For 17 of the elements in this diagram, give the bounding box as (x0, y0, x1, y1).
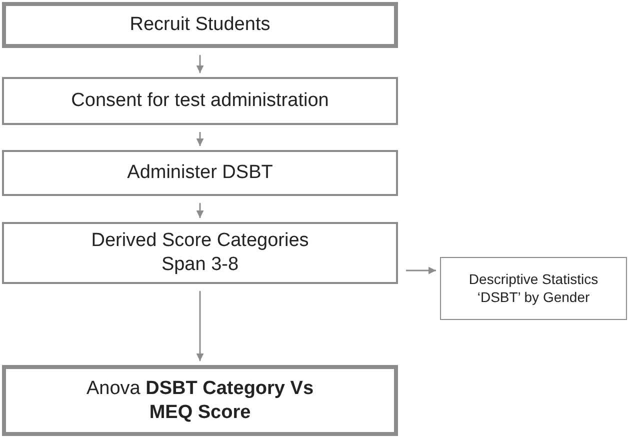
box-text: Recruit Students (130, 13, 270, 37)
arrow (196, 291, 204, 361)
process-box (2, 77, 398, 125)
box-text: Anova DSBT Category Vs MEQ Score (85, 376, 315, 424)
process-box (2, 222, 398, 284)
arrow (196, 132, 204, 146)
box-text: Consent for test administration (71, 89, 329, 113)
box-text: Derived Score Categories Span 3-8 (90, 229, 310, 277)
arrow (196, 203, 204, 218)
box-text: Administer DSBT (127, 161, 273, 185)
process-box (2, 150, 398, 196)
arrow (196, 55, 204, 73)
process-box (2, 365, 398, 436)
process-box (440, 257, 627, 320)
box-text: Descriptive Statistics ‘DSBT’ by Gender (468, 271, 600, 306)
process-box (2, 2, 398, 48)
arrow (406, 266, 436, 274)
